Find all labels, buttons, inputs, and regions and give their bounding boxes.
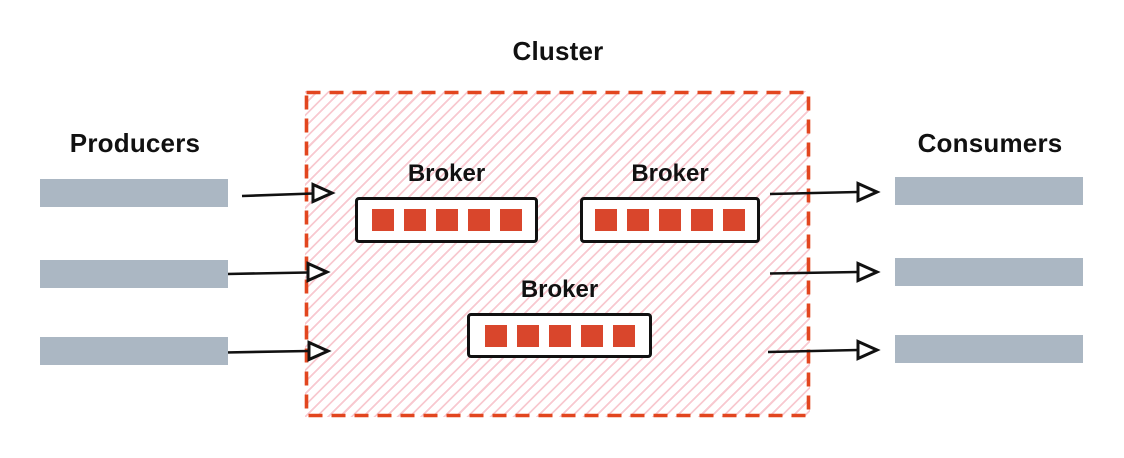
producer-bar [40,260,228,288]
consumer-arrow-1 [769,181,881,203]
producer-bar [40,337,228,365]
producers-title: Producers [69,128,201,158]
partition-square [612,324,635,347]
consumer-arrow-2 [769,261,881,283]
partition-square [627,209,649,231]
partition-square [371,209,394,231]
consumer-arrow-3 [767,339,881,361]
partition-square [580,324,603,347]
consumer-bar [895,177,1083,205]
consumer-bar [895,335,1083,363]
consumer-bar [895,258,1083,286]
producer-arrow-1 [241,182,336,204]
broker-label: Broker [407,160,486,187]
broker-box [467,313,652,358]
producer-bar [40,179,228,207]
cluster-boundary-hatch [305,91,810,417]
broker-label: Broker [631,160,709,187]
consumers-title: Consumers [917,128,1063,158]
partition-square [659,209,681,231]
partition-square [516,324,539,347]
partition-square [548,324,571,347]
partition-square [467,209,490,231]
broker-label: Broker [520,276,599,303]
partition-square [435,209,458,231]
cluster-title: Cluster [512,36,604,66]
broker-box [355,197,538,243]
producer-arrow-2 [226,261,331,283]
broker-box [580,197,760,243]
partition-square [403,209,426,231]
partition-square [595,209,617,231]
partition-square [499,209,522,231]
partition-square [723,209,745,231]
producer-arrow-3 [224,340,332,362]
partition-square [691,209,713,231]
partition-square [484,324,507,347]
cluster-dashed-border [304,90,811,418]
